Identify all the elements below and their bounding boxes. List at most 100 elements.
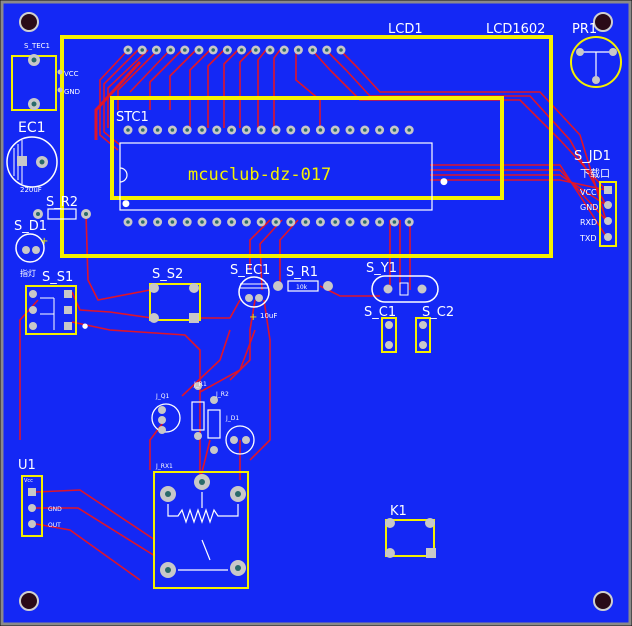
s-tec1-vcc: VCC xyxy=(64,70,79,78)
stc1-top-pin-pad-hole xyxy=(200,128,204,132)
stc1-top-pin-pad-hole xyxy=(170,128,175,132)
j-d1-component xyxy=(225,425,255,455)
stc1-bottom-pin-pad-hole xyxy=(333,220,338,224)
lcd1-pin-pad-hole xyxy=(296,48,301,52)
mcu-board-id: mcuclub-dz-017 xyxy=(188,165,331,185)
s-s2-label: S_S2 xyxy=(152,267,183,282)
mount-hole-tr xyxy=(593,12,613,32)
stc1-bottom-pin-pad-hole xyxy=(274,220,278,224)
j-rx1-component xyxy=(153,471,249,589)
stc1-top-pin-pad-hole xyxy=(141,128,145,132)
lcd1-pin-pad-hole xyxy=(183,48,187,52)
stc1-bottom-pin-pad-hole xyxy=(200,220,204,224)
stc1-top-pin-pad-hole xyxy=(348,128,352,132)
s-s1-label: S_S1 xyxy=(42,270,73,285)
s-y1-label: S_Y1 xyxy=(366,261,397,276)
pr1-component xyxy=(570,36,622,88)
s-s2-component xyxy=(149,283,201,323)
s-r1-label: S_R1 xyxy=(286,265,318,280)
stc1-bottom-pin-pad-hole xyxy=(170,220,175,224)
j-rx1-label: J_RX1 xyxy=(155,463,173,470)
ec1-label: EC1 xyxy=(18,120,46,136)
s-d1-label: S_D1 xyxy=(14,219,47,234)
s-tec1-gnd: GND xyxy=(64,88,80,96)
u1-pin3-label: OUT xyxy=(48,522,61,529)
mounting-holes xyxy=(19,12,613,611)
stc1-chip-body xyxy=(119,142,433,211)
lcd1-label: LCD1 xyxy=(388,22,423,37)
stc1-top-pin-pad-hole xyxy=(318,128,323,132)
stc1-bottom-pin-pad-hole xyxy=(141,220,145,224)
stc1-corner-mark: ● xyxy=(440,177,448,187)
j-d1-label: J_D1 xyxy=(225,415,239,422)
stc1-bottom-pin-pad-hole xyxy=(229,220,234,224)
stc1-top-pin-pad-hole xyxy=(407,128,412,132)
lcd1-pin-pad-hole xyxy=(339,48,343,52)
svg-text:+: + xyxy=(40,236,48,247)
s-tec1-component xyxy=(11,54,63,111)
u1-pin2-label: GND xyxy=(48,506,62,513)
lcd1-pin-pad-hole xyxy=(254,48,258,52)
lcd1-pin-pad-hole xyxy=(140,48,144,52)
stc1-bottom-pin-pad-hole xyxy=(318,220,323,224)
s-d1-component: + xyxy=(15,233,48,263)
lcd1-pin-pad-hole xyxy=(239,48,244,52)
stc1-top-pin-pad-hole xyxy=(215,128,219,132)
lcd1-pin-pad-hole xyxy=(211,48,215,52)
svg-text:+: + xyxy=(249,312,257,323)
s-jd1-label: S_JD1 xyxy=(574,149,611,164)
j-r2-component xyxy=(207,396,221,454)
stc1-bottom-pin-pad-hole xyxy=(392,220,397,224)
s-c2-component xyxy=(415,317,431,353)
stc1-top-pin-pad-hole xyxy=(274,128,278,132)
lcd1602-label: LCD1602 xyxy=(486,22,545,37)
lcd1-pin-pad-hole xyxy=(310,48,315,52)
s-c1-label: S_C1 xyxy=(364,305,396,320)
stc1-bottom-pin-pad-hole xyxy=(259,220,264,224)
lcd1-outline xyxy=(60,35,553,258)
stc1-notch xyxy=(119,167,128,183)
j-q1-component xyxy=(151,403,181,434)
s-jd1-txd: TXD xyxy=(579,234,597,243)
u1-label: U1 xyxy=(18,458,36,473)
stc1-label: STC1 xyxy=(116,110,149,125)
u1-component xyxy=(21,475,43,537)
pr1-label: PR1 xyxy=(572,22,597,37)
s-r2-label: S_R2 xyxy=(46,195,78,210)
stc1-bottom-pin-pad-hole xyxy=(185,220,189,224)
stc1-top-pin-pad-hole xyxy=(289,128,293,132)
stc1-top-pin-pad-hole xyxy=(155,128,160,132)
j-r1-component xyxy=(191,382,205,440)
j-r1-label: J_R1 xyxy=(193,381,207,388)
s-r1-component xyxy=(273,280,333,292)
j-q1-label: J_Q1 xyxy=(155,393,169,400)
stc1-bottom-pin-pad-hole xyxy=(348,220,352,224)
k1-component xyxy=(385,518,436,558)
mount-hole-br xyxy=(593,591,613,611)
ec1-value: 220uF xyxy=(20,186,42,194)
stc1-outline xyxy=(110,96,504,200)
stc1-bottom-pin-pad-hole xyxy=(363,220,367,224)
stc1-bottom-pin-pad-hole xyxy=(303,220,308,224)
stc1-bottom-pin-pad-hole xyxy=(289,220,293,224)
stc1-bottom-pin-pad-hole xyxy=(244,220,249,224)
stc1-bottom-pin-pad-hole xyxy=(377,220,382,224)
j-r2-label: J_R2 xyxy=(215,391,229,398)
s-c1-component xyxy=(381,317,397,353)
stc1-top-pin-pad-hole xyxy=(259,128,264,132)
s-jd1-vcc: VCC xyxy=(580,188,597,197)
s-s1-component: ● xyxy=(25,285,88,335)
mount-hole-tl xyxy=(19,12,39,32)
s-c2-label: S_C2 xyxy=(422,305,454,320)
stc1-bottom-pin-pad-hole xyxy=(126,220,130,224)
s-r2-component xyxy=(33,208,91,220)
s-y1-component xyxy=(371,275,439,303)
k1-label: K1 xyxy=(390,504,407,519)
s-d1-text: 指灯 xyxy=(20,268,36,278)
s-jd1-gnd: GND xyxy=(580,203,598,212)
s-jd1-download: 下载口 xyxy=(580,168,610,180)
lcd1-header-pins xyxy=(123,45,346,55)
stc1-bottom-pin-pad-hole xyxy=(155,220,160,224)
lcd1-pin-pad-hole xyxy=(325,48,329,52)
